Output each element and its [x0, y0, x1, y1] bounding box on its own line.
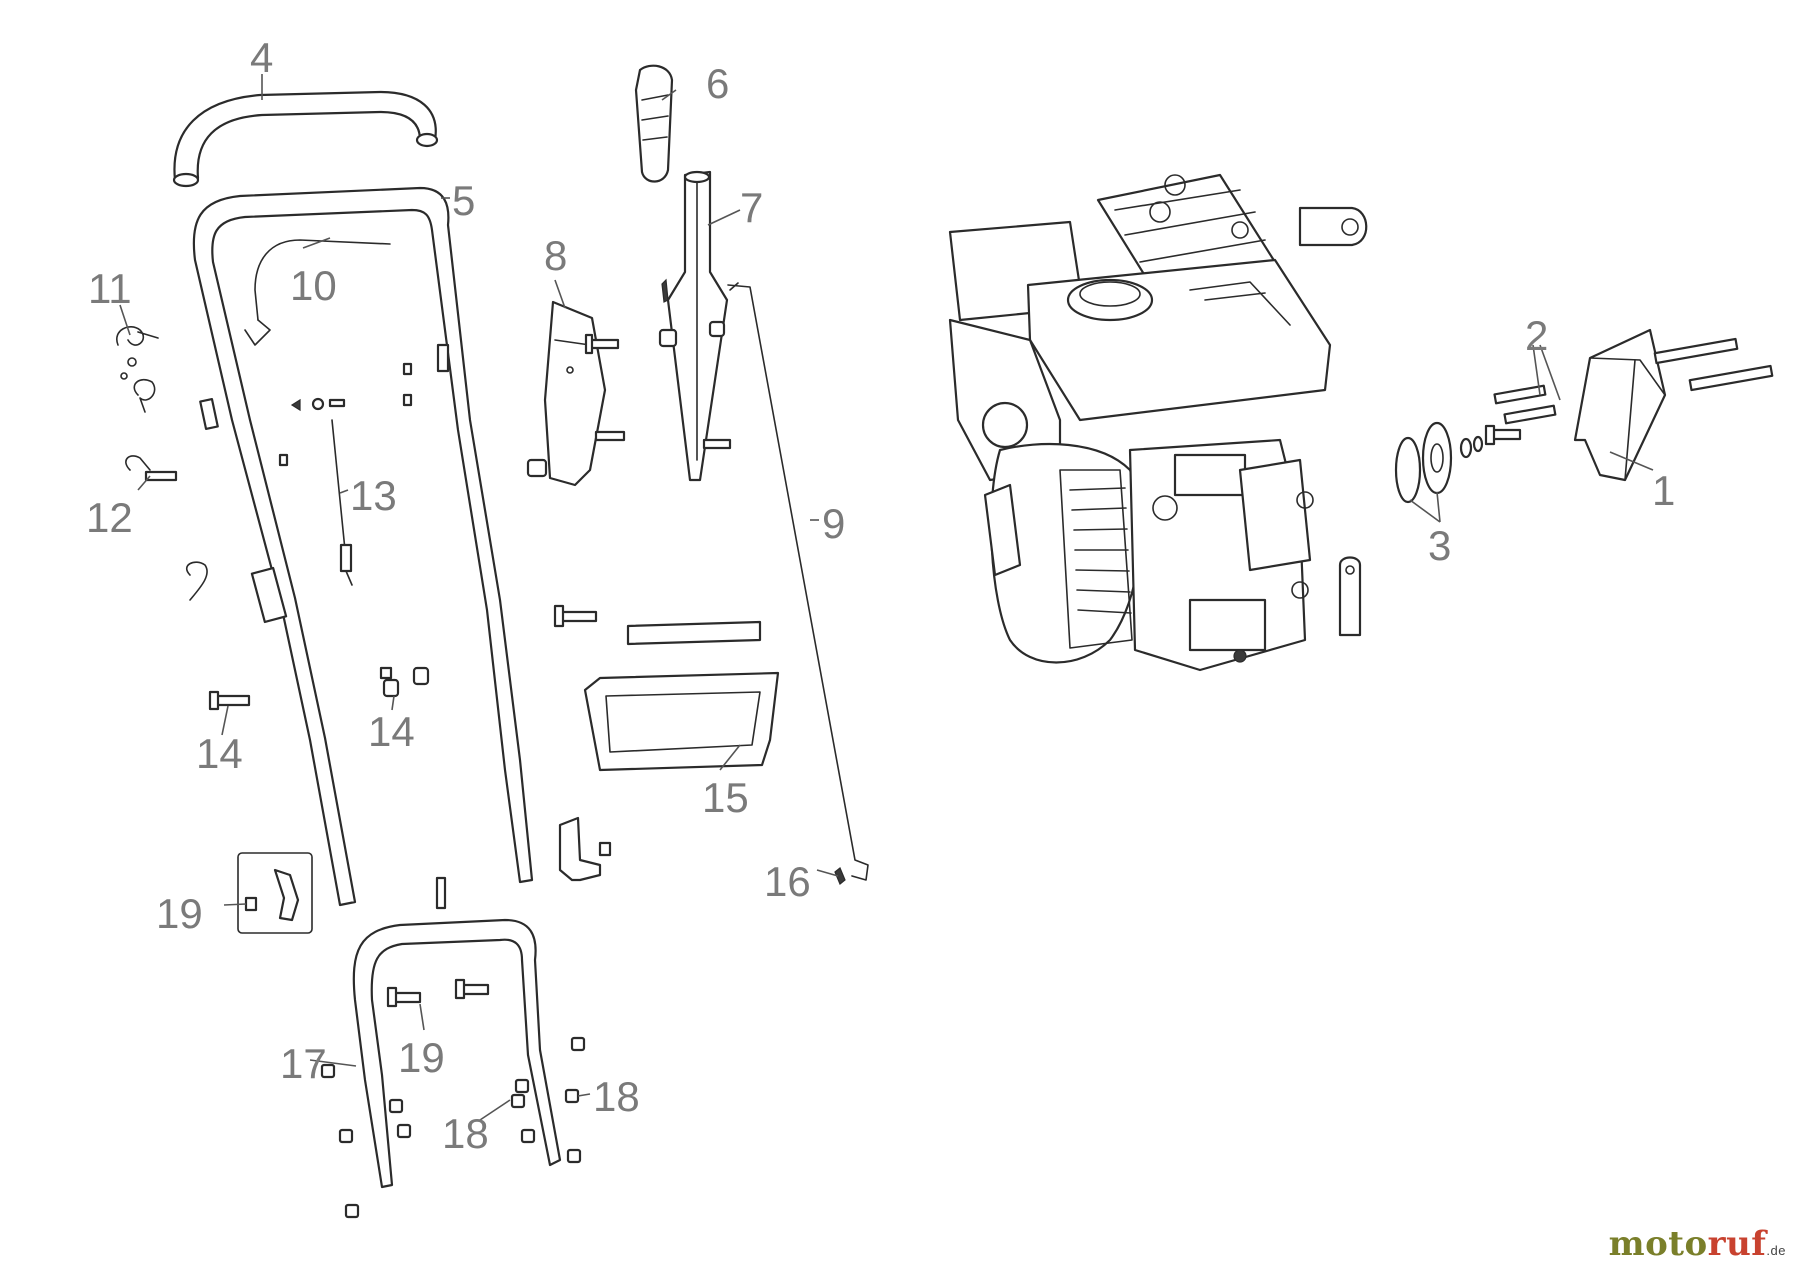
watermark-part1: moto — [1608, 1224, 1708, 1264]
callout-18a: 18 — [442, 1110, 489, 1157]
part-9-rod — [727, 282, 869, 885]
leader-lines — [119, 74, 1654, 1121]
part-13-cable — [331, 419, 353, 586]
callout-5: 5 — [452, 177, 475, 224]
part-7-lever — [658, 170, 732, 482]
part-6-grip — [634, 64, 674, 183]
callout-15: 15 — [702, 774, 749, 821]
callout-2: 2 — [1525, 312, 1548, 359]
part-4-grip-tube — [172, 90, 439, 188]
part-11-spring-clip — [116, 326, 159, 413]
callout-17: 17 — [280, 1040, 327, 1087]
watermark-logo: motoruf.de — [1609, 1224, 1786, 1264]
callout-6: 6 — [706, 60, 729, 107]
part-10-throttle-wire — [244, 239, 391, 346]
engine-brackets — [1298, 206, 1368, 637]
handle-hardware — [185, 362, 413, 601]
part-17-lower-handle — [320, 876, 586, 1219]
callout-10: 10 — [290, 262, 337, 309]
callout-14b: 14 — [368, 708, 415, 755]
callout-4: 4 — [250, 34, 273, 81]
watermark-part2: ruf — [1707, 1224, 1767, 1264]
callout-9: 9 — [822, 500, 845, 547]
callout-18b: 18 — [593, 1073, 640, 1120]
engine-assembly — [948, 173, 1332, 672]
callout-14a: 14 — [196, 730, 243, 777]
part-5-upper-handle — [192, 186, 534, 907]
callout-16: 16 — [764, 858, 811, 905]
callout-1: 1 — [1652, 467, 1675, 514]
callout-13: 13 — [350, 472, 397, 519]
part-1-cover — [1573, 328, 1667, 482]
part-14-bolts — [208, 666, 430, 711]
callout-8: 8 — [544, 232, 567, 279]
part-19-detail-box — [237, 852, 313, 934]
part-2-bolts — [1484, 337, 1774, 446]
callout-3: 3 — [1428, 522, 1451, 569]
part-15-pad — [553, 604, 780, 772]
part-12-bolt-clip — [125, 455, 178, 482]
callout-labels: 1 2 3 4 5 6 7 8 9 10 11 12 13 14 14 15 1… — [86, 34, 1675, 1157]
mounting-bracket — [558, 816, 612, 882]
part-8-plate — [526, 300, 626, 487]
callout-19a: 19 — [156, 890, 203, 937]
part-3-washers — [1394, 421, 1484, 504]
callout-19b: 19 — [398, 1034, 445, 1081]
callout-12: 12 — [86, 494, 133, 541]
callout-11: 11 — [88, 265, 132, 312]
callout-7: 7 — [740, 184, 763, 231]
watermark-suffix: .de — [1766, 1243, 1786, 1258]
